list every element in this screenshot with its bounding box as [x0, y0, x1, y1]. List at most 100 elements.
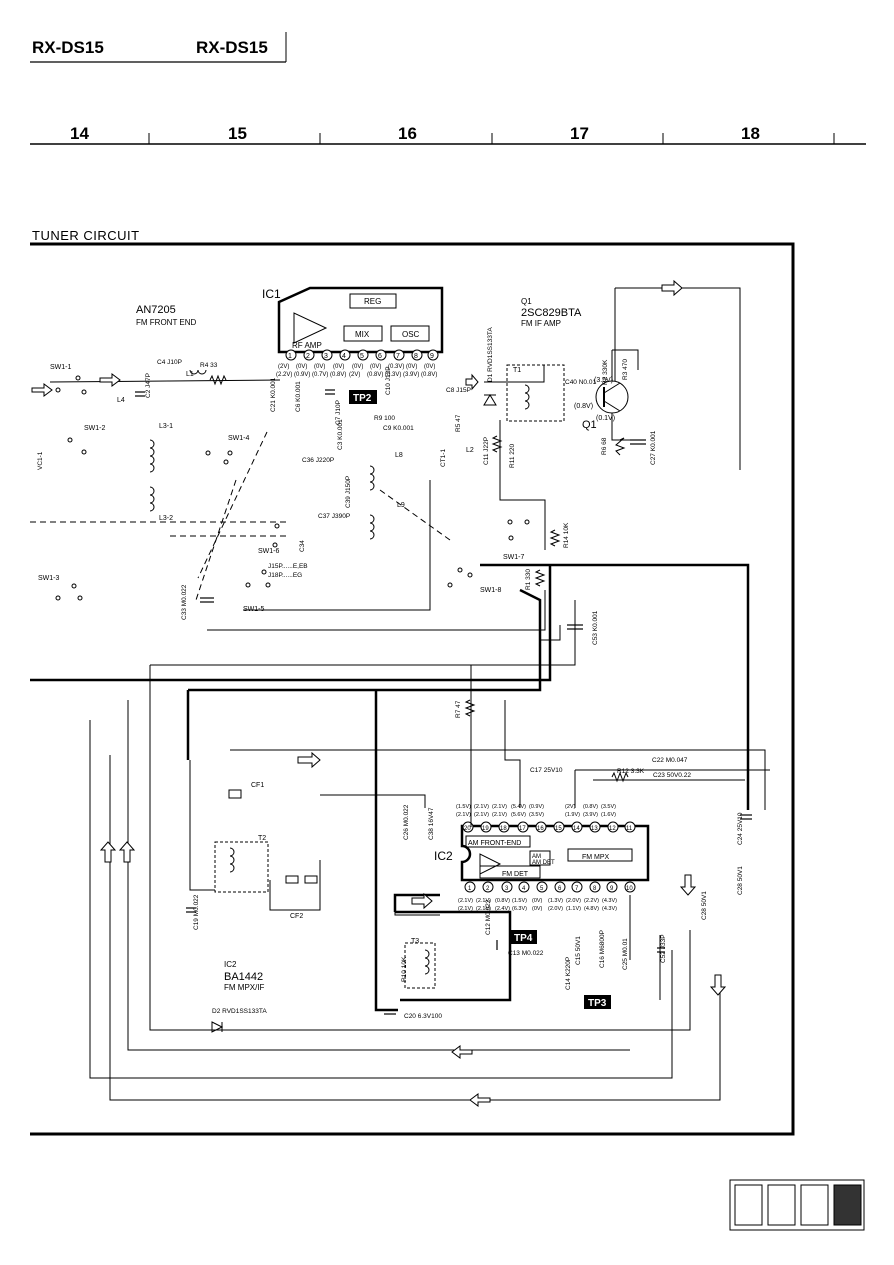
ic2-tv-a-12: (3.5V): [601, 804, 616, 810]
ic2-bv-a-9: (4.3V): [602, 898, 617, 904]
ic2-bv-b-2: (2.1V): [476, 906, 491, 912]
comp-c17: C17 25V10: [530, 767, 563, 774]
comp-c6: C6 K0.001: [295, 381, 302, 412]
ic2-pin-18: 18: [500, 826, 507, 832]
switch-contacts: [55, 375, 530, 601]
signal-arrows: [31, 279, 727, 1107]
tp4-label: TP4: [514, 933, 533, 944]
ic1-pin-9: 9: [430, 353, 434, 360]
ic2-pin-3: 3: [505, 886, 509, 892]
comp-r9: R9 100: [374, 415, 395, 422]
ic2-pin-14: 14: [573, 826, 580, 832]
comp-ct1: CT1-1: [440, 449, 447, 467]
comp-c15: C15 50V1: [575, 936, 582, 965]
comp-r3: R3 470: [622, 359, 629, 380]
comp-c33: C33 M0.022: [181, 584, 188, 620]
comp-c13: C13 M0.022: [508, 950, 544, 957]
ic1-pin-5: 5: [360, 353, 364, 360]
ic1-volt-1: (2V): [278, 364, 289, 370]
ic1-volt-8: (0V): [406, 364, 417, 370]
coil-label-l1: L1: [186, 371, 194, 378]
comp-c19: C19 M0.022: [193, 894, 200, 930]
column-number-18: 18: [741, 124, 760, 143]
comp-r12: R12 3.3K: [617, 768, 645, 775]
wiring-thick: [30, 563, 750, 1012]
switch-label-8: SW1-8: [480, 587, 502, 594]
ic2-tv-b-14: (1.9V): [565, 812, 580, 818]
ic2-tv-b-17: (5.6V): [511, 812, 526, 818]
diodes: [211, 394, 497, 1033]
section-title: TUNER CIRCUIT: [32, 228, 140, 243]
comp-c39: C39 J150P: [345, 476, 352, 508]
coil-label-l8: L8: [395, 452, 403, 459]
ic2-am-det-label: AM DET: [532, 860, 555, 866]
comp-r1: R1 330: [525, 569, 532, 590]
ic2-pin-17: 17: [519, 826, 526, 832]
column-number-15: 15: [228, 124, 247, 143]
ic2-tv-a-20: (1.5V): [456, 804, 471, 810]
ic2-bv-b-5: (0V): [532, 906, 543, 912]
comp-c14: C14 K220P: [565, 957, 572, 990]
comp-d1: D1 RVD1SS133TA: [487, 327, 494, 382]
comp-r4: R4 33: [200, 362, 218, 369]
ic1-volt2-5: (2V): [349, 372, 360, 378]
coil-label-l2: L2: [466, 447, 474, 454]
model-label-right: RX-DS15: [196, 38, 268, 57]
ic2-bv-a-4: (1.5V): [512, 898, 527, 904]
comp-c10: C10 J12P: [385, 366, 392, 395]
ic2-tv-a-16: (0.9V): [529, 804, 544, 810]
coil-label-cf2: CF2: [290, 913, 303, 920]
q1-volt-c: (3.5V): [594, 377, 613, 384]
q1-ref: Q1: [582, 419, 597, 431]
ic2-pin-19: 19: [482, 826, 489, 832]
ic2-tv-a-13: (0.8V): [583, 804, 598, 810]
ic1-volt2-8: (3.9V): [403, 372, 419, 378]
coils: [149, 369, 530, 975]
ic1-block: [277, 286, 444, 354]
comp-c21: C21 K0.001: [270, 377, 277, 412]
switch-label-4: SW1-4: [228, 435, 250, 442]
ic1-volt-6: (0V): [370, 364, 381, 370]
ic1-pin-2: 2: [306, 353, 310, 360]
ic1-pin-7: 7: [396, 353, 400, 360]
comp-d2: D2 RVD1SS133TA: [212, 1008, 267, 1015]
ic2-pin-4: 4: [522, 886, 526, 892]
ic1-pin-6: 6: [378, 353, 382, 360]
wiring-thin: [49, 287, 770, 1101]
switch-label-3: SW1-3: [38, 575, 60, 582]
ic2-fm-det-label: FM DET: [502, 871, 529, 878]
q1-volt-b: (0.8V): [574, 403, 593, 410]
schematic-frame: [30, 242, 795, 1136]
comp-r7: R7 47: [455, 700, 462, 718]
comp-r11: R11 220: [509, 444, 516, 468]
ic2-am-fe-label: AM FRONT-END: [468, 840, 521, 847]
comp-c3: C3 K0.001: [337, 419, 344, 450]
ceramic-filters: [214, 789, 436, 989]
page-color-boxes: [729, 1179, 865, 1231]
coil-label-l3-2: L3-2: [159, 515, 173, 522]
comp-r10: R10 10K: [401, 956, 408, 982]
ic2-pin-16: 16: [537, 826, 544, 832]
comp-c36: C36 J220P: [302, 457, 334, 464]
tp3-marker: [584, 995, 611, 1009]
ic2-bv-a-8: (2.2V): [584, 898, 599, 904]
q1-ref-small: Q1: [521, 297, 532, 306]
ic2-bv-b-8: (4.8V): [584, 906, 599, 912]
comp-c40: C40 N0.01: [565, 379, 596, 386]
ic2-pin-11: 11: [626, 826, 633, 832]
ic1-volt2-1: (2.2V): [276, 372, 292, 378]
header-frame: [30, 32, 866, 145]
comp-c16: C16 M6800P: [599, 930, 606, 968]
ic1-volt-7: (0.3V): [388, 364, 404, 370]
ic2-tv-b-12: (1.6V): [601, 812, 616, 818]
comp-c28b: C28 50V1: [701, 891, 708, 920]
comp-c20: C20 6.3V100: [404, 1013, 442, 1020]
q1-desc: FM IF AMP: [521, 319, 561, 328]
ic1-rfamp-label: RF AMP: [292, 341, 322, 350]
tp4-marker: [510, 930, 537, 944]
coil-label-t1: T1: [513, 367, 521, 374]
ic2-part: BA1442: [224, 971, 263, 983]
comp-c52: C52 J33P: [660, 934, 667, 963]
ic2-bv-a-1: (2.1V): [458, 898, 473, 904]
